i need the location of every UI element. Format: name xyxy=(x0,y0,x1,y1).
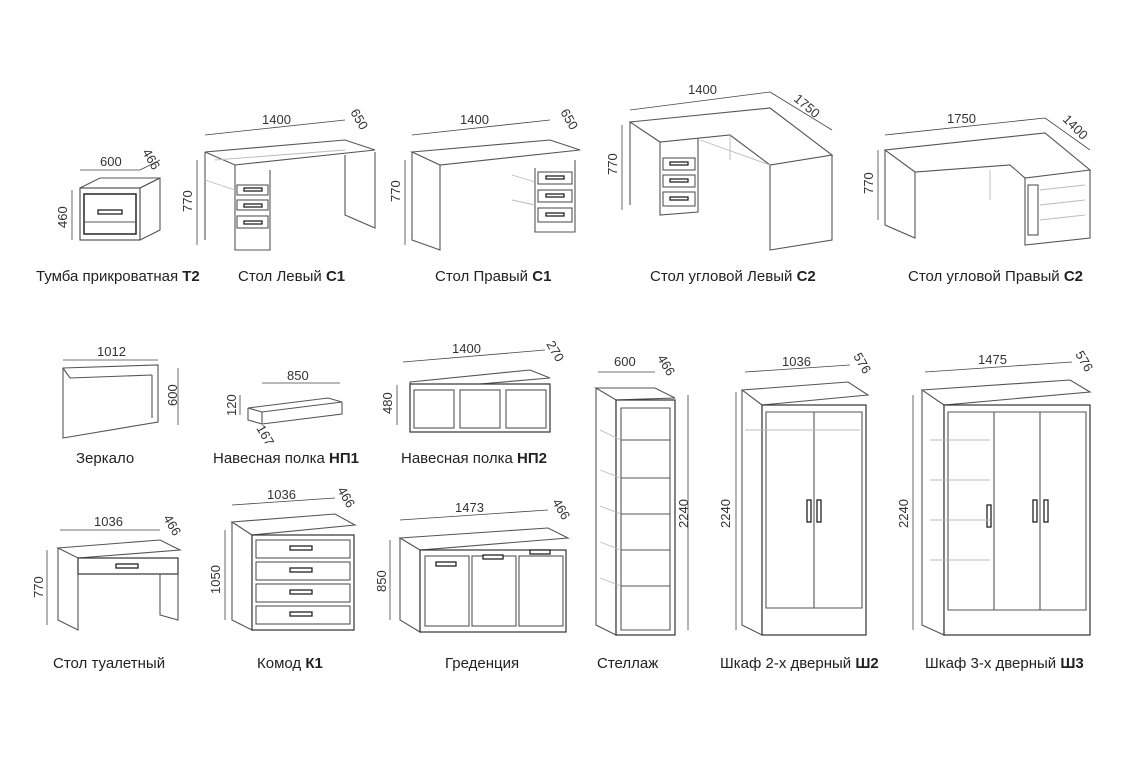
caption-stol-left-code: С1 xyxy=(325,268,346,285)
wardrobe3-drawing: 1475 576 2240 xyxy=(896,348,1096,636)
corner-left-height-label: 770 xyxy=(605,153,620,175)
mirror-drawing: 1012 600 xyxy=(62,344,180,439)
caption-shelf1-code: НП1 xyxy=(329,450,359,467)
caption-wardrobe2-code: Ш2 xyxy=(855,655,879,672)
tumba-width-label: 600 xyxy=(100,154,122,169)
caption-corner-left-code: С2 xyxy=(796,268,816,285)
wardrobe3-width-label: 1475 xyxy=(978,352,1007,367)
caption-shelf2: Навесная полка НП2 xyxy=(401,450,547,467)
caption-corner-right-name: Стол угловой Правый xyxy=(908,268,1060,285)
caption-rack: Стеллаж xyxy=(597,655,658,672)
shelf1-width-label: 850 xyxy=(287,368,309,383)
vanity-width-label: 1036 xyxy=(94,514,123,529)
caption-shelf2-code: НП2 xyxy=(517,450,547,467)
caption-komod-code: К1 xyxy=(305,655,323,672)
caption-mirror-name: Зеркало xyxy=(76,450,135,467)
caption-wardrobe2-name: Шкаф 2-х дверный xyxy=(720,655,852,672)
wardrobe2-height-label: 2240 xyxy=(718,499,733,528)
caption-vanity: Стол туалетный xyxy=(53,655,165,672)
shelf1-depth-label: 167 xyxy=(253,422,277,448)
stol-right-drawing: 1400 650 770 xyxy=(388,106,581,251)
caption-shelf1: Навесная полка НП1 xyxy=(213,450,359,467)
gredenc-width-label: 1473 xyxy=(455,500,484,515)
vanity-height-label: 770 xyxy=(31,576,46,598)
stol-right-height-label: 770 xyxy=(388,180,403,202)
corner-left-width-label: 1400 xyxy=(688,82,717,97)
stol-left-drawing: 1400 650 770 xyxy=(180,106,376,251)
mirror-width-label: 1012 xyxy=(97,344,126,359)
tumba-drawing: 600 466 460 xyxy=(55,146,163,241)
caption-komod: Комод К1 xyxy=(257,655,323,672)
caption-gredenc: Греденция xyxy=(445,655,519,672)
shelf2-drawing: 1400 270 480 xyxy=(380,338,567,433)
gredenc-height-label: 850 xyxy=(374,570,389,592)
stol-left-height-label: 770 xyxy=(180,190,195,212)
corner-left-depth-label: 1750 xyxy=(791,91,823,121)
rack-drawing: 600 466 2240 xyxy=(594,352,691,636)
corner-right-height-label: 770 xyxy=(861,172,876,194)
caption-corner-left-name: Стол угловой Левый xyxy=(650,268,793,285)
corner-left-drawing: 1400 1750 770 xyxy=(605,82,834,251)
komod-width-label: 1036 xyxy=(267,487,296,502)
caption-wardrobe3-code: Ш3 xyxy=(1060,655,1084,672)
caption-corner-right: Стол угловой Правый С2 xyxy=(908,268,1083,285)
caption-tumba: Тумба прикроватная Т2 xyxy=(36,268,200,285)
tumba-height-label: 460 xyxy=(55,206,70,228)
caption-wardrobe2: Шкаф 2-х дверный Ш2 xyxy=(720,655,879,672)
komod-depth-label: 466 xyxy=(334,484,358,510)
caption-shelf1-name: Навесная полка xyxy=(213,450,325,467)
caption-mirror: Зеркало xyxy=(76,450,134,467)
caption-stol-right-code: С1 xyxy=(532,268,552,285)
wardrobe2-drawing: 1036 576 2240 xyxy=(718,350,874,636)
stol-right-depth-label: 650 xyxy=(557,106,581,132)
caption-tumba-name: Тумба прикроватная xyxy=(36,268,179,285)
vanity-drawing: 1036 466 770 xyxy=(31,512,184,631)
shelf2-depth-label: 270 xyxy=(543,338,567,364)
caption-tumba-code: Т2 xyxy=(182,268,200,285)
shelf2-height-label: 480 xyxy=(380,392,395,414)
rack-height-label: 2240 xyxy=(676,499,691,528)
caption-vanity-name: Стол туалетный xyxy=(53,655,166,672)
wardrobe2-width-label: 1036 xyxy=(782,354,811,369)
wardrobe3-depth-label: 576 xyxy=(1072,348,1096,374)
caption-wardrobe3-name: Шкаф 3-х дверный xyxy=(925,655,1057,672)
caption-wardrobe3: Шкаф 3-х дверный Ш3 xyxy=(925,655,1084,672)
rack-width-label: 600 xyxy=(614,354,636,369)
caption-corner-right-code: С2 xyxy=(1063,268,1084,285)
caption-stol-left-name: Стол Левый xyxy=(238,268,322,285)
caption-komod-name: Комод xyxy=(257,655,302,672)
komod-drawing: 1036 466 1050 xyxy=(208,484,358,631)
stol-left-depth-label: 650 xyxy=(347,106,371,132)
caption-stol-right-name: Стол Правый xyxy=(435,268,529,285)
rack-depth-label: 466 xyxy=(654,352,678,378)
shelf1-height-label: 120 xyxy=(224,394,239,416)
shelf1-drawing: 850 120 167 xyxy=(224,368,343,448)
corner-right-width-label: 1750 xyxy=(947,111,976,126)
gredenc-depth-label: 466 xyxy=(549,496,573,522)
wardrobe2-depth-label: 576 xyxy=(850,350,874,376)
stol-left-width-label: 1400 xyxy=(262,112,291,127)
caption-corner-left: Стол угловой Левый С2 xyxy=(650,268,816,285)
shelf2-width-label: 1400 xyxy=(452,341,481,356)
caption-rack-name: Стеллаж xyxy=(597,655,659,672)
vanity-depth-label: 466 xyxy=(160,512,184,538)
caption-gredenc-name: Греденция xyxy=(445,655,520,672)
wardrobe3-height-label: 2240 xyxy=(896,499,911,528)
caption-shelf2-name: Навесная полка xyxy=(401,450,513,467)
caption-stol-right: Стол Правый С1 xyxy=(435,268,551,285)
gredenc-drawing: 1473 466 850 xyxy=(374,496,573,633)
corner-right-drawing: 1750 1400 770 xyxy=(861,111,1092,246)
corner-right-depth-label: 1400 xyxy=(1060,112,1091,143)
komod-height-label: 1050 xyxy=(208,565,223,594)
caption-stol-left: Стол Левый С1 xyxy=(238,268,345,285)
mirror-height-label: 600 xyxy=(165,384,180,406)
stol-right-width-label: 1400 xyxy=(460,112,489,127)
